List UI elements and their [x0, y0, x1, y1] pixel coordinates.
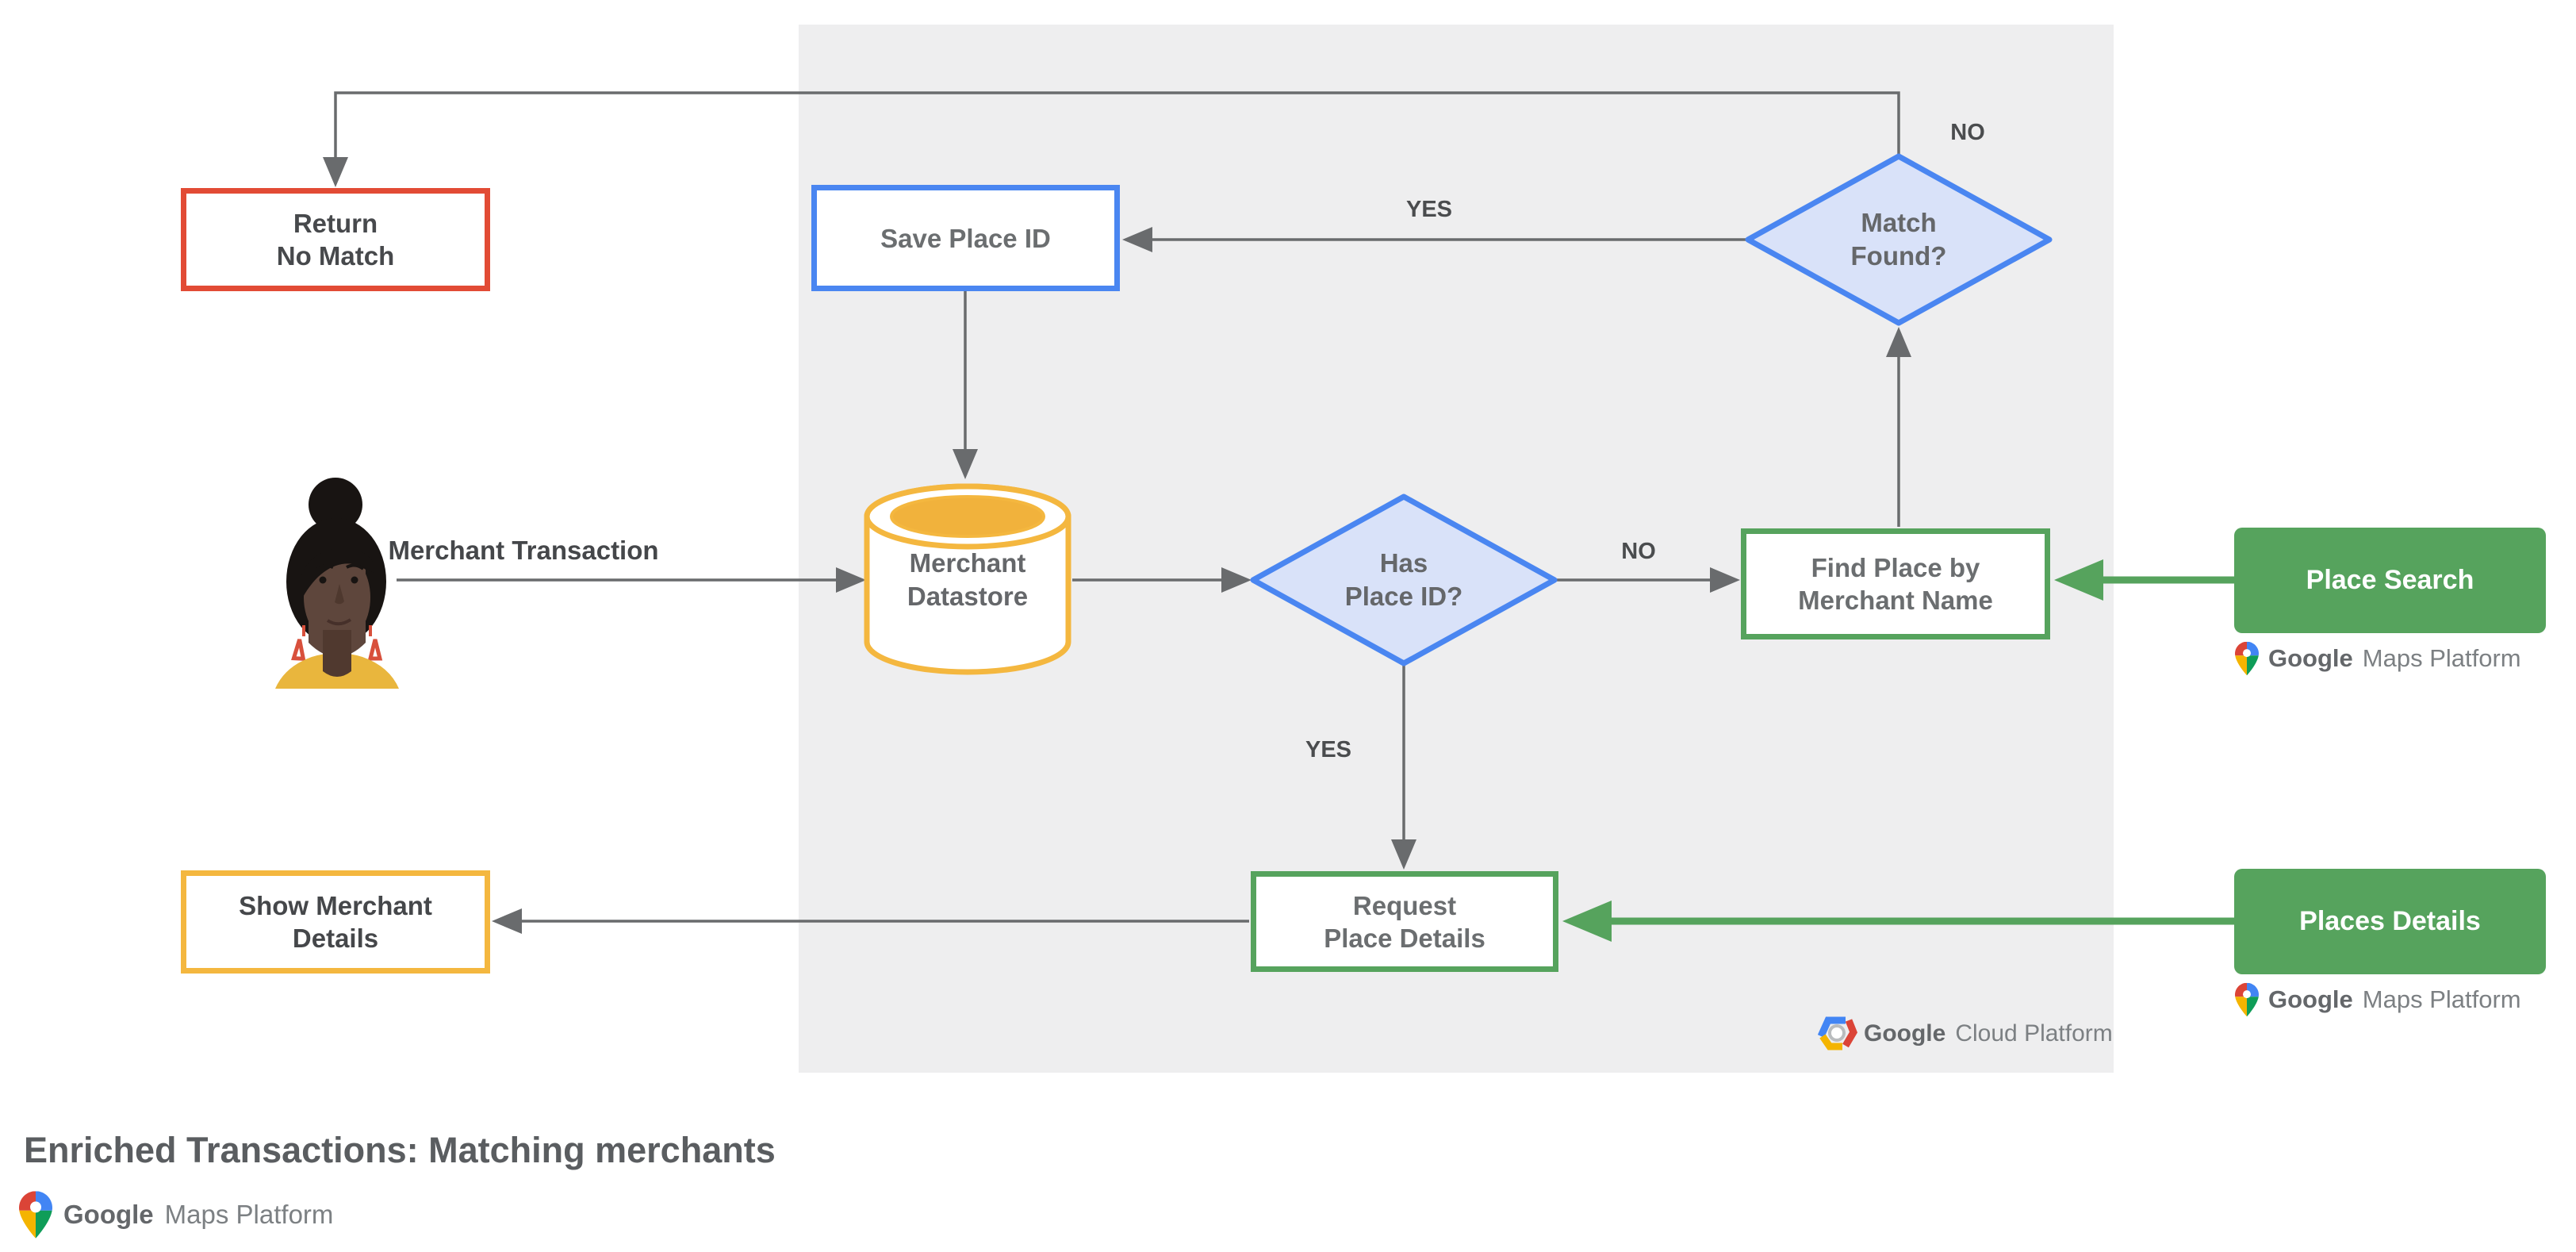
- edge-placesdetails-to-request: [1562, 901, 2234, 942]
- edge-datastore-to-hasplaceid: [1072, 567, 1252, 593]
- edge-label-text: NO: [1621, 538, 1656, 564]
- edge-merchant-transaction: [397, 567, 866, 593]
- edge-label-text: YES: [1405, 196, 1453, 222]
- api-chip-places-details: Places Details: [2234, 869, 2546, 974]
- decision-match-found-shape: [1745, 153, 2053, 326]
- node-label: Show Merchant: [239, 891, 432, 920]
- node-label: Datastore: [907, 582, 1029, 611]
- edge-placesearch-to-findplace: [2054, 559, 2234, 601]
- node-label: Merchant Name: [1798, 586, 1993, 615]
- node-find-place-by-merchant-name: Find Place by Merchant Name: [1741, 528, 2050, 639]
- edge-yes-to-saveplaceid: [1122, 227, 1746, 252]
- edge-label-text: YES: [1305, 736, 1352, 762]
- decision-label: Place ID?: [1344, 582, 1463, 611]
- brand-product: Maps Platform: [2362, 644, 2521, 672]
- api-chip-place-search: Place Search: [2234, 528, 2546, 633]
- decision-label: Found?: [1850, 241, 1947, 271]
- edge-request-to-show: [492, 908, 1249, 934]
- node-label: Find Place by: [1811, 553, 1980, 582]
- edge-no-to-return: [323, 91, 1900, 187]
- decision-has-place-id-label: Has Place ID?: [1285, 537, 1523, 623]
- decision-has-place-id-shape: [1250, 494, 1558, 666]
- brand-product: Cloud Platform: [1955, 1020, 2113, 1047]
- google-cloud-logo-icon: [1817, 1016, 1857, 1050]
- datastore-cylinder-icon: [864, 483, 1071, 675]
- google-maps-pin-icon: [2235, 982, 2259, 1017]
- google-maps-pin-icon: [19, 1191, 52, 1239]
- edge-label-yes-save: YES: [1397, 197, 1461, 222]
- brand-google: Google: [63, 1200, 154, 1229]
- decision-label: Match: [1861, 208, 1937, 237]
- edge-yes-to-request: [1391, 665, 1416, 870]
- edge-label-merchant-transaction: Merchant Transaction: [373, 535, 674, 566]
- edge-findplace-to-matchfound: [1886, 327, 1911, 527]
- edge-save-to-datastore: [953, 291, 978, 479]
- diagram-title: Enriched Transactions: Matching merchant…: [24, 1130, 776, 1170]
- node-save-place-id: Save Place ID: [811, 185, 1120, 291]
- edge-label-text: Merchant Transaction: [388, 536, 659, 565]
- chip-label: Places Details: [2299, 906, 2481, 936]
- brand-product: Maps Platform: [164, 1200, 334, 1229]
- node-label: Request: [1352, 890, 1457, 920]
- node-request-place-details: Request Place Details: [1251, 871, 1558, 972]
- maps-platform-wordmark-places-details: Google Maps Platform: [2235, 979, 2521, 1020]
- edge-no-to-findplace: [1556, 567, 1740, 593]
- brand-product: Maps Platform: [2362, 985, 2521, 1013]
- node-label: Return: [293, 209, 378, 238]
- brand-google: Google: [2268, 644, 2353, 672]
- google-maps-pin-icon: [2235, 641, 2259, 676]
- edge-label-yes-request: YES: [1297, 737, 1360, 762]
- datastore-label: Merchant Datastore: [868, 538, 1067, 622]
- brand-google: Google: [2268, 985, 2353, 1013]
- decision-label: Has: [1379, 548, 1428, 578]
- user-avatar: [275, 478, 399, 689]
- maps-platform-wordmark-footer: Google Maps Platform: [19, 1189, 333, 1241]
- node-label: Merchant: [909, 548, 1026, 578]
- node-label: Details: [292, 924, 379, 953]
- node-show-merchant-details: Show Merchant Details: [181, 870, 490, 974]
- brand-google: Google: [1864, 1020, 1946, 1047]
- edge-label-no-return: NO: [1936, 120, 1999, 145]
- node-label: No Match: [276, 241, 395, 271]
- chip-label: Place Search: [2306, 565, 2474, 595]
- maps-platform-wordmark-place-search: Google Maps Platform: [2235, 638, 2521, 679]
- edge-label-text: NO: [1950, 119, 1985, 145]
- node-label: Save Place ID: [880, 223, 1051, 253]
- edge-label-no-find: NO: [1607, 539, 1670, 564]
- decision-match-found-label: Match Found?: [1780, 197, 2018, 282]
- node-return-no-match: Return No Match: [181, 188, 490, 291]
- node-label: Place Details: [1324, 923, 1485, 953]
- cloud-platform-wordmark: Google Cloud Platform: [1864, 1014, 2113, 1054]
